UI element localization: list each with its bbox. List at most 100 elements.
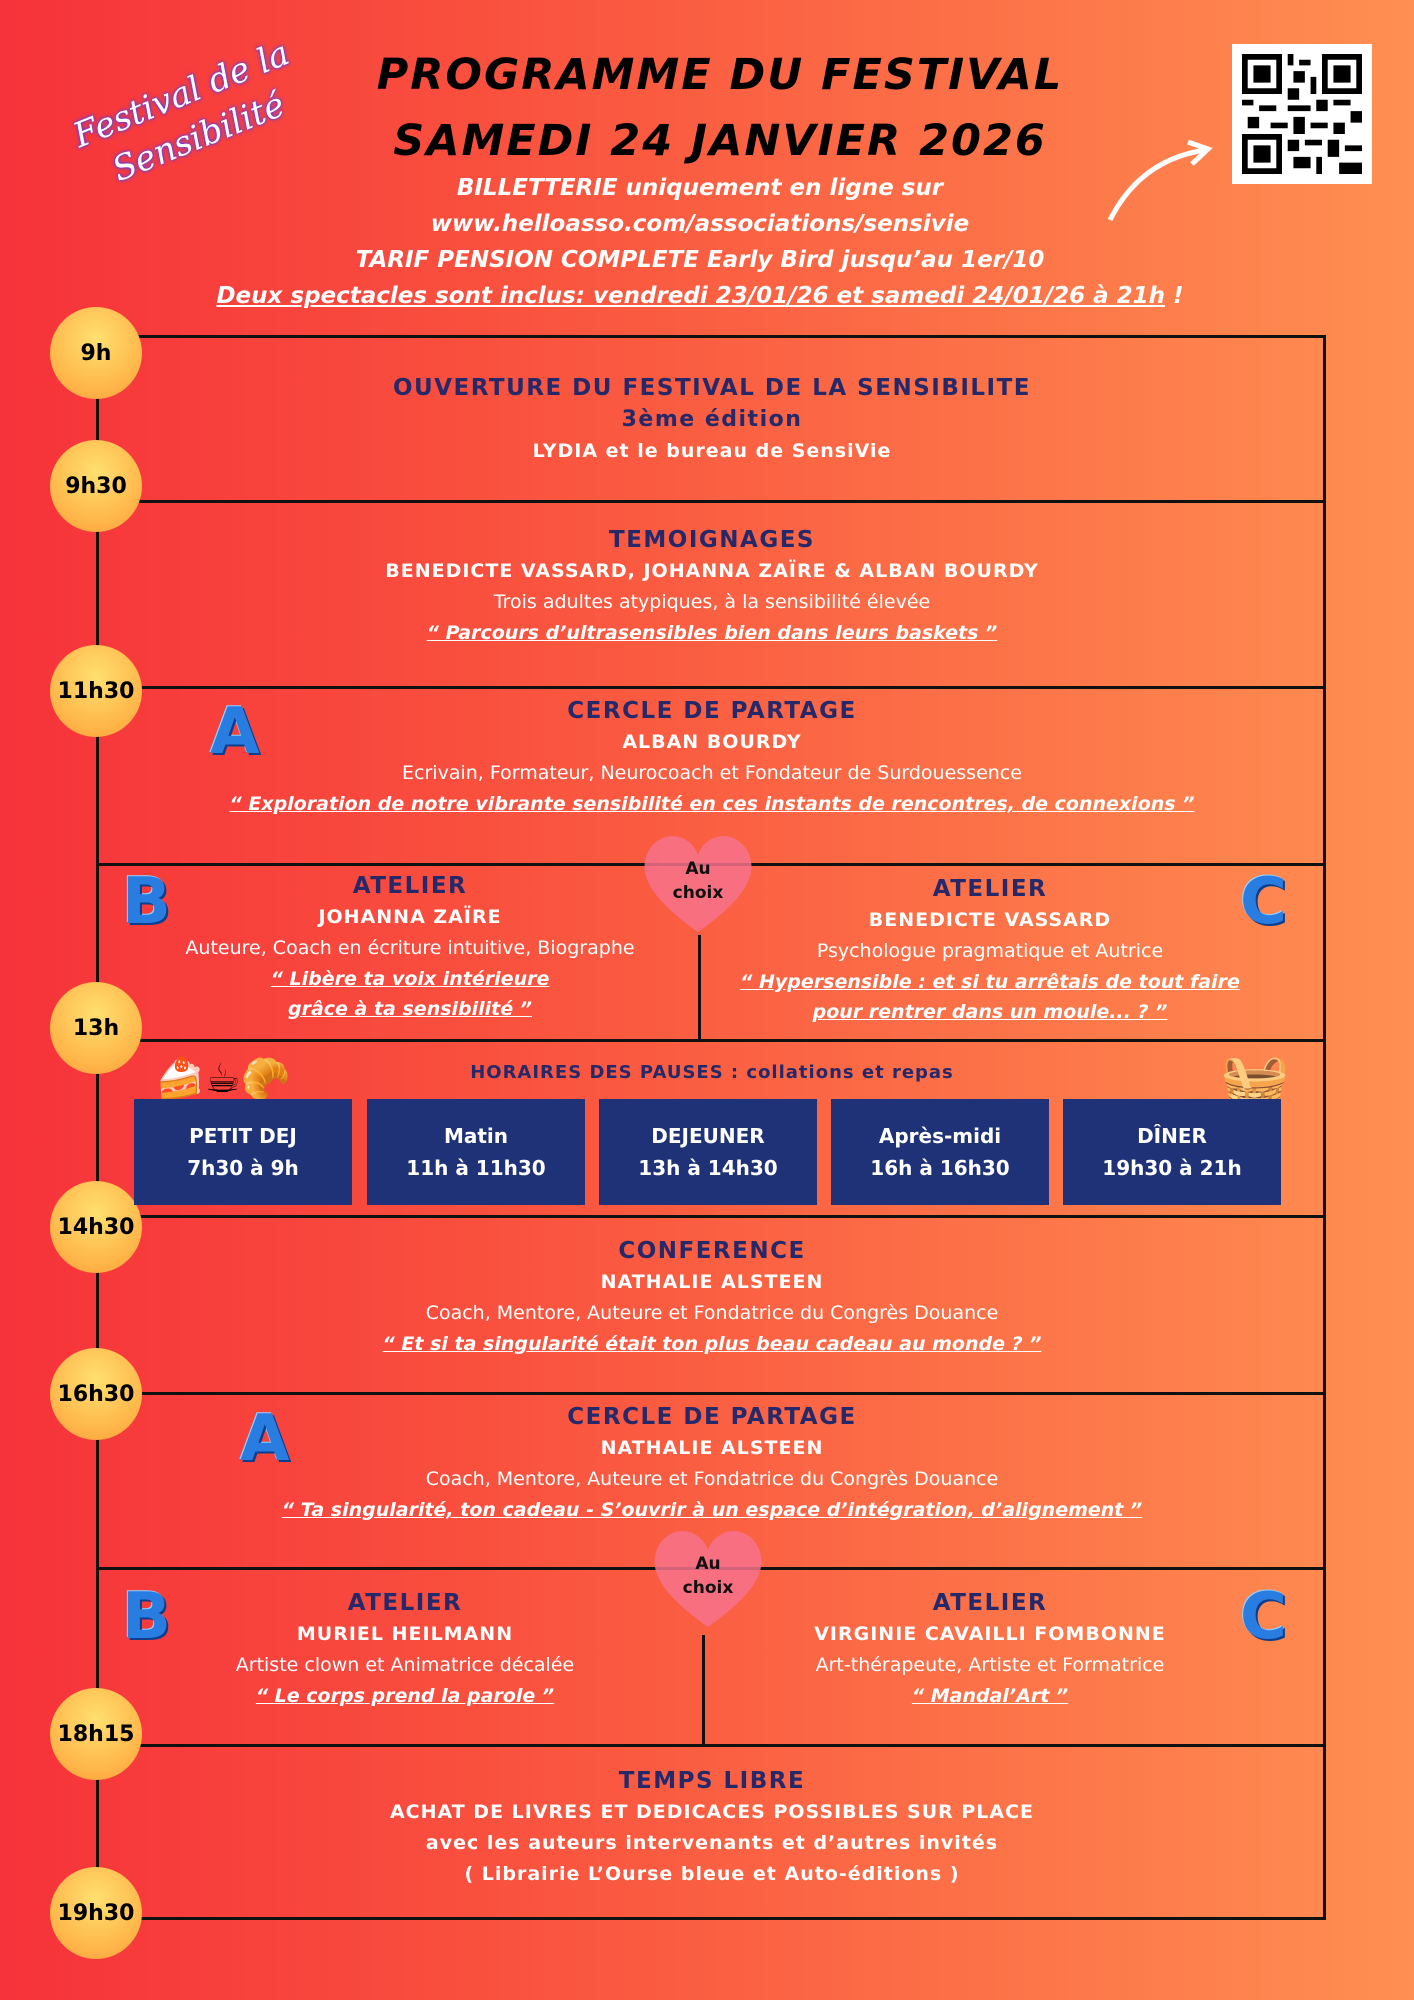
time-marker: 9h30: [50, 440, 142, 532]
program-frame: [98, 335, 1326, 1920]
session-title: ATELIER: [352, 873, 468, 899]
timeline: [96, 335, 99, 1920]
session-desc: Trois adultes atypiques, à la sensibilit…: [493, 591, 931, 613]
letter-a-icon: A: [210, 695, 260, 769]
pause-box: DÎNER 19h30 à 21h: [1063, 1099, 1281, 1205]
session-desc: Art-thérapeute, Artiste et Formatrice: [815, 1654, 1165, 1676]
time-marker: 14h30: [50, 1181, 142, 1273]
session-title: ATELIER: [932, 876, 1048, 902]
letter-b-icon: B: [122, 1580, 171, 1654]
pause-label: PETIT DEJ: [189, 1124, 297, 1148]
shows-text: Deux spectacles sont inclus: vendredi 23…: [216, 283, 1166, 309]
ticket-line: BILLETTERIE uniquement en ligne sur: [456, 175, 944, 201]
snacks-icon: 🍰☕🥐: [155, 1056, 291, 1102]
pause-time: 13h à 14h30: [638, 1156, 778, 1180]
session-desc: Psychologue pragmatique et Autrice: [816, 940, 1164, 962]
session-title: OUVERTURE DU FESTIVAL DE LA SENSIBILITE: [392, 375, 1032, 401]
ticket-url[interactable]: www.helloasso.com/associations/sensivie: [430, 211, 970, 237]
shows-line: Deux spectacles sont inclus: vendredi 23…: [120, 283, 1280, 309]
qr-code[interactable]: [1232, 44, 1372, 184]
session-title: CERCLE DE PARTAGE: [567, 698, 857, 724]
session-speakers: BENEDICTE VASSARD, JOHANNA ZAÏRE & ALBAN…: [385, 560, 1039, 582]
session-desc: Coach, Mentore, Auteure et Fondatrice du…: [425, 1468, 999, 1490]
pauses-title: HORAIRES DES PAUSES : collations et repa…: [470, 1062, 954, 1083]
session-quote: “ Le corps prend la parole ”: [255, 1685, 555, 1707]
pause-label: Matin: [443, 1124, 509, 1148]
pause-box: PETIT DEJ 7h30 à 9h: [134, 1099, 352, 1205]
pause-box: Après-midi 16h à 16h30: [831, 1099, 1049, 1205]
session-quote: “ Hypersensible : et si tu arrêtais de t…: [740, 971, 1240, 993]
session-quote: “ Mandal’Art ”: [911, 1685, 1069, 1707]
session-desc: Artiste clown et Animatrice décalée: [235, 1654, 575, 1676]
session-title: ATELIER: [347, 1590, 463, 1616]
session-cercle-2: CERCLE DE PARTAGE NATHALIE ALSTEEN Coach…: [100, 1401, 1324, 1525]
session-quote: pour rentrer dans un moule... ? ”: [812, 1001, 1168, 1023]
pause-label: DÎNER: [1137, 1124, 1207, 1148]
session-title: TEMPS LIBRE: [618, 1768, 806, 1794]
choice-word: Au: [695, 1554, 721, 1574]
workshop-left: ATELIER JOHANNA ZAÏRE Auteure, Coach en …: [110, 870, 710, 1024]
workshop-right: ATELIER BENEDICTE VASSARD Psychologue pr…: [700, 873, 1280, 1027]
pause-time: 19h30 à 21h: [1102, 1156, 1242, 1180]
heart-choice-icon: Au choix: [648, 1522, 768, 1632]
session-speaker: ALBAN BOURDY: [622, 731, 802, 753]
session-title: CERCLE DE PARTAGE: [567, 1404, 857, 1430]
session-desc: Auteure, Coach en écriture intuitive, Bi…: [185, 937, 635, 959]
session-desc: Coach, Mentore, Auteure et Fondatrice du…: [425, 1302, 999, 1324]
session-title: TEMOIGNAGES: [609, 527, 815, 553]
session-temps-libre: TEMPS LIBRE ACHAT DE LIVRES ET DEDICACES…: [100, 1765, 1324, 1890]
session-speaker: JOHANNA ZAÏRE: [318, 906, 502, 928]
session-quote: “ Parcours d’ultrasensibles bien dans le…: [426, 622, 998, 644]
divider: [98, 1392, 1326, 1395]
pause-time: 7h30 à 9h: [187, 1156, 299, 1180]
letter-a-icon: A: [240, 1402, 290, 1476]
session-speaker: NATHALIE ALSTEEN: [600, 1271, 824, 1293]
session-edition: 3ème édition: [621, 407, 803, 432]
time-marker: 16h30: [50, 1348, 142, 1440]
session-line: ACHAT DE LIVRES ET DEDICACES POSSIBLES S…: [389, 1801, 1035, 1823]
letter-c-icon: C: [1240, 1580, 1287, 1654]
session-speaker: BENEDICTE VASSARD: [868, 909, 1112, 931]
divider: [98, 1744, 1326, 1747]
event-date: SAMEDI 24 JANVIER 2026: [393, 116, 1047, 166]
pause-time: 16h à 16h30: [870, 1156, 1010, 1180]
pause-label: Après-midi: [878, 1124, 1002, 1148]
letter-c-icon: C: [1240, 865, 1287, 939]
shows-end: !: [1165, 283, 1184, 309]
qr-code-icon: [1242, 54, 1362, 174]
tarif-line: TARIF PENSION COMPLETE Early Bird jusqu’…: [355, 247, 1045, 273]
session-title: CONFERENCE: [618, 1238, 806, 1264]
pause-box: DEJEUNER 13h à 14h30: [599, 1099, 817, 1205]
session-speaker: VIRGINIE CAVAILLI FOMBONNE: [814, 1623, 1166, 1645]
workshop-left: ATELIER MURIEL HEILMANN Artiste clown et…: [110, 1587, 700, 1711]
page-title: PROGRAMME DU FESTIVAL: [376, 50, 1064, 100]
pause-time: 11h à 11h30: [406, 1156, 546, 1180]
heart-stem: [698, 935, 701, 1039]
pause-box: Matin 11h à 11h30: [367, 1099, 585, 1205]
session-speaker: MURIEL HEILMANN: [296, 1623, 514, 1645]
pause-label: DEJEUNER: [651, 1124, 765, 1148]
time-marker: 9h: [50, 307, 142, 399]
session-host: LYDIA et le bureau de SensiVie: [532, 440, 892, 462]
session-opening: OUVERTURE DU FESTIVAL DE LA SENSIBILITE …: [100, 372, 1324, 467]
choice-word: choix: [682, 1578, 734, 1598]
arrow-to-qr-icon: [1107, 140, 1213, 222]
workshop-right: ATELIER VIRGINIE CAVAILLI FOMBONNE Art-t…: [700, 1587, 1280, 1711]
session-quote: “ Libère ta voix intérieure: [270, 968, 550, 990]
choice-word: Au: [685, 859, 711, 879]
heart-stem: [702, 1635, 705, 1744]
session-quote: grâce à ta sensibilité ”: [287, 998, 532, 1020]
session-temoignages: TEMOIGNAGES BENEDICTE VASSARD, JOHANNA Z…: [100, 524, 1324, 648]
session-line: avec les auteurs intervenants et d’autre…: [425, 1832, 999, 1854]
letter-b-icon: B: [122, 865, 171, 939]
divider: [98, 686, 1326, 689]
time-marker: 18h15: [50, 1688, 142, 1780]
session-desc: Ecrivain, Formateur, Neurocoach et Fonda…: [402, 762, 1022, 784]
choice-word: choix: [672, 883, 724, 903]
session-quote: “ Exploration de notre vibrante sensibil…: [229, 793, 1195, 815]
session-quote: “ Ta singularité, ton cadeau - S’ouvrir …: [281, 1499, 1143, 1521]
time-marker: 13h: [50, 982, 142, 1074]
session-conference: CONFERENCE NATHALIE ALSTEEN Coach, Mento…: [100, 1235, 1324, 1359]
time-marker: 19h30: [50, 1867, 142, 1959]
session-cercle-1: CERCLE DE PARTAGE ALBAN BOURDY Ecrivain,…: [100, 695, 1324, 819]
